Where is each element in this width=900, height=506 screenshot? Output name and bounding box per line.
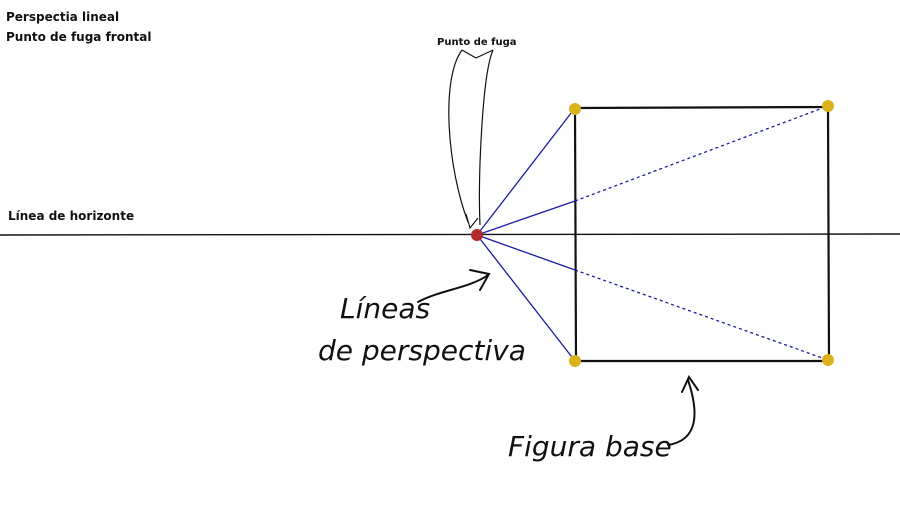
vanishing-point-label: Punto de fuga <box>437 37 517 48</box>
title-line-1: Perspectia lineal <box>6 10 119 24</box>
title-line-2: Punto de fuga frontal <box>6 30 151 44</box>
base-figure-top-edge <box>574 105 830 110</box>
perspective-line-bottom-right-visible <box>476 234 576 271</box>
perspective-line-top-right-hidden <box>574 105 829 202</box>
vertex-bottom-left <box>569 355 581 367</box>
perspective-lines-hidden <box>574 105 829 361</box>
vertex-bottom-right <box>822 354 834 366</box>
perspective-lines-arrow <box>417 269 491 303</box>
base-figure-arrow <box>667 374 699 446</box>
perspective-line-bottom-right-hidden <box>574 269 829 361</box>
perspective-line-top-left <box>476 107 576 236</box>
vertex-top-left <box>569 103 581 115</box>
perspective-lines <box>476 107 576 362</box>
perspective-lines-label-2: de perspectiva <box>318 334 526 367</box>
vanishing-point <box>471 229 483 241</box>
perspective-line-bottom-left <box>476 234 576 362</box>
vertex-top-right <box>822 100 834 112</box>
base-figure <box>573 105 831 363</box>
perspective-lines-label-1: Líneas <box>340 292 430 325</box>
base-figure-right-edge <box>826 105 831 361</box>
horizon-label: Línea de horizonte <box>8 209 134 223</box>
perspective-line-top-right-visible <box>476 200 576 236</box>
base-figure-left-edge <box>573 108 578 362</box>
vanishing-point-callout-arrow <box>448 49 494 230</box>
horizon-line <box>0 233 900 236</box>
base-figure-label: Figura base <box>508 430 672 463</box>
